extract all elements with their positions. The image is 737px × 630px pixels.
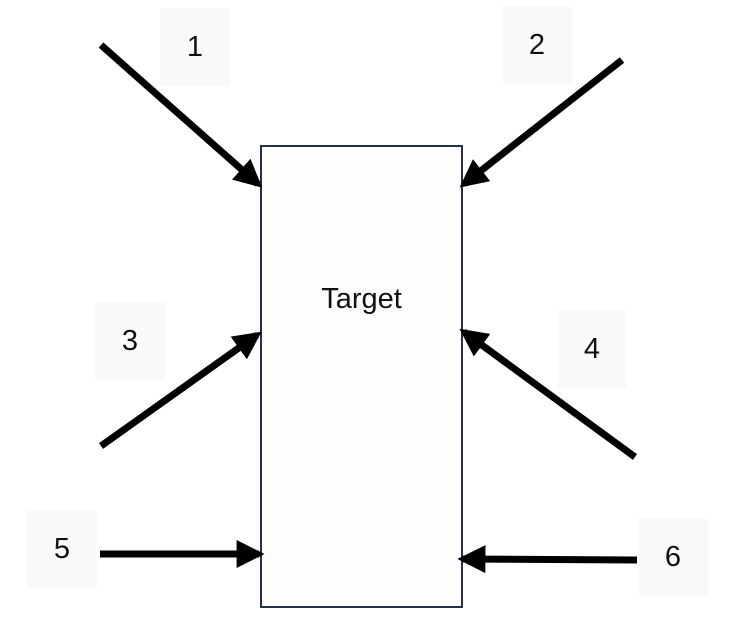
arrow-label-2: 2: [502, 6, 572, 84]
arrow-label-1: 1: [160, 8, 230, 86]
arrow-4: [459, 328, 638, 460]
arrow-6: [457, 545, 638, 574]
target-label: Target: [321, 283, 402, 315]
arrow-1: [98, 42, 263, 188]
arrow-2: [459, 57, 625, 188]
arrow-label-5: 5: [27, 510, 97, 588]
arrow-label-4: 4: [557, 310, 627, 388]
arrow-label-3: 3: [95, 302, 165, 380]
arrow-label-6: 6: [638, 518, 708, 596]
target-box: Target: [260, 145, 463, 608]
arrow-3: [98, 331, 262, 449]
